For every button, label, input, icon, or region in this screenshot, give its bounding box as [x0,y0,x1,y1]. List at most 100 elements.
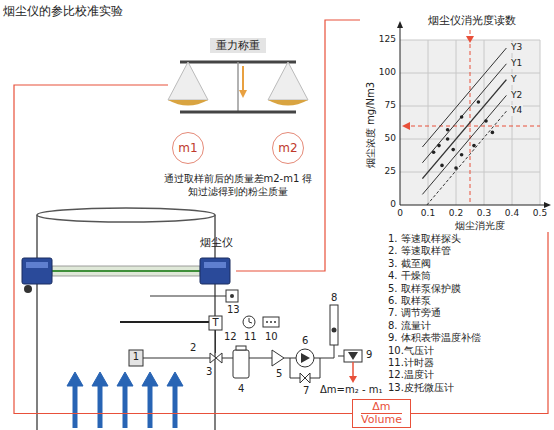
gas-arrowhead [142,372,158,386]
callout-number: 1 [133,351,139,363]
tick-label: 125 [379,34,396,45]
part-list-item: 1. 等速取样探头 [388,233,461,245]
node-text: 烟尘仪消光度读数 [428,14,552,27]
gas-arrow [173,384,178,428]
stack-wall [36,215,38,430]
barometer-box [263,317,279,327]
callout-number: 11 [244,331,257,343]
tick-label: 0.3 [477,208,491,219]
tick-label: 0.1 [421,208,435,219]
tick-label: 75 [385,100,396,111]
grid-line [540,40,541,205]
pitot-tube [150,295,226,296]
weight-arrow [242,66,244,92]
bypass-line [290,358,320,378]
balance-pan [168,62,208,100]
part-list-item: 2. 等速取样管 [388,245,451,257]
reading-guide [470,30,471,205]
pump-triangle [301,353,310,363]
pitot-gauge [226,290,238,302]
pump-symbol [296,349,314,367]
part-list-item: 13.皮托微压计 [388,382,454,394]
result-arrowhead [349,376,357,383]
data-point [472,144,476,148]
part-list-item: 9. 体积表带温度补偿 [388,332,481,344]
sample-line [222,358,233,359]
timer-symbol [243,316,255,328]
data-point [446,137,450,141]
light-path [52,266,200,276]
calibration-line [422,64,506,163]
dust-pile [168,100,208,106]
weight-arrowhead [239,90,247,98]
meter-detail [204,262,226,268]
axis-title: 烟尘浓度 mg/Nm3 [365,82,377,168]
gas-arrow [123,384,128,428]
callout-number: 5 [276,368,282,380]
part-list-item: 11.计时器 [388,357,434,369]
part-list-item: 6. 取样泵 [388,295,431,307]
gas-arrow [98,384,103,428]
valve-symbol [210,353,222,363]
tick-label: 0 [397,208,403,219]
line-label: Y1 [510,58,523,69]
x-axis [400,205,546,206]
line-label: Y3 [510,42,523,53]
calibration-line [427,111,507,205]
data-point [437,144,441,148]
callout-number: 3 [206,366,212,378]
node-text: m1 [178,141,197,155]
axis-title: 烟尘消光度 [455,220,505,232]
tick-label: 100 [379,67,396,78]
bypass-valve [300,373,310,383]
callout-number: 12 [224,331,237,343]
tick-label: 0.4 [505,208,519,219]
line-label: Y4 [510,105,523,116]
node-text: Volume [361,413,402,426]
meter-detail [26,262,48,268]
node-text: 烟尘仪 [196,236,236,249]
dust-meter-body [22,258,52,284]
callout-number: 4 [238,383,244,395]
stack-rim [37,208,215,222]
barometer-dot [266,321,268,323]
tick-label: 0 [390,199,396,210]
meter-connector [24,285,32,293]
data-point [440,164,444,168]
gas-arrowhead [167,372,183,386]
drying-canister [233,350,249,378]
data-point [451,148,455,152]
tick-label: 25 [385,166,396,177]
node-text: 重力称重 [210,38,266,53]
gas-arrowhead [92,372,108,386]
timer-hands [249,318,252,323]
dust-meter-body [200,258,230,284]
part-list-item: 8. 流量计 [388,320,431,332]
callout-number: 8 [331,292,337,304]
line-label: Y [510,74,518,85]
part-list-item: 5. 取样泵保护膜 [388,283,461,295]
data-point [477,100,481,104]
meter-triangle [348,352,358,360]
grid-line [428,40,429,205]
dust-pile [268,100,308,106]
calibration-line [422,80,506,179]
gas-volume-meter [344,350,362,362]
calibration-line [422,48,506,147]
balance-pan [268,62,308,100]
barometer-dot [270,321,272,323]
note-text: 通过取样前后的质量差m2-m1 得知过滤得到的粉尘质量 [163,172,313,198]
line-label: Y2 [510,90,523,101]
formula-text: Δm=m₂ - m₁ [320,384,382,396]
axis-arrowhead [544,202,551,208]
callout-number: 2 [190,342,196,354]
calibration-lines [422,48,506,205]
part-list-item: 10.气压计 [388,345,434,357]
tick-label: 0.2 [449,208,463,219]
data-point [454,166,458,170]
part-list-item: 4. 干燥筒 [388,270,431,282]
ratio-box: ΔmVolume [352,399,411,428]
